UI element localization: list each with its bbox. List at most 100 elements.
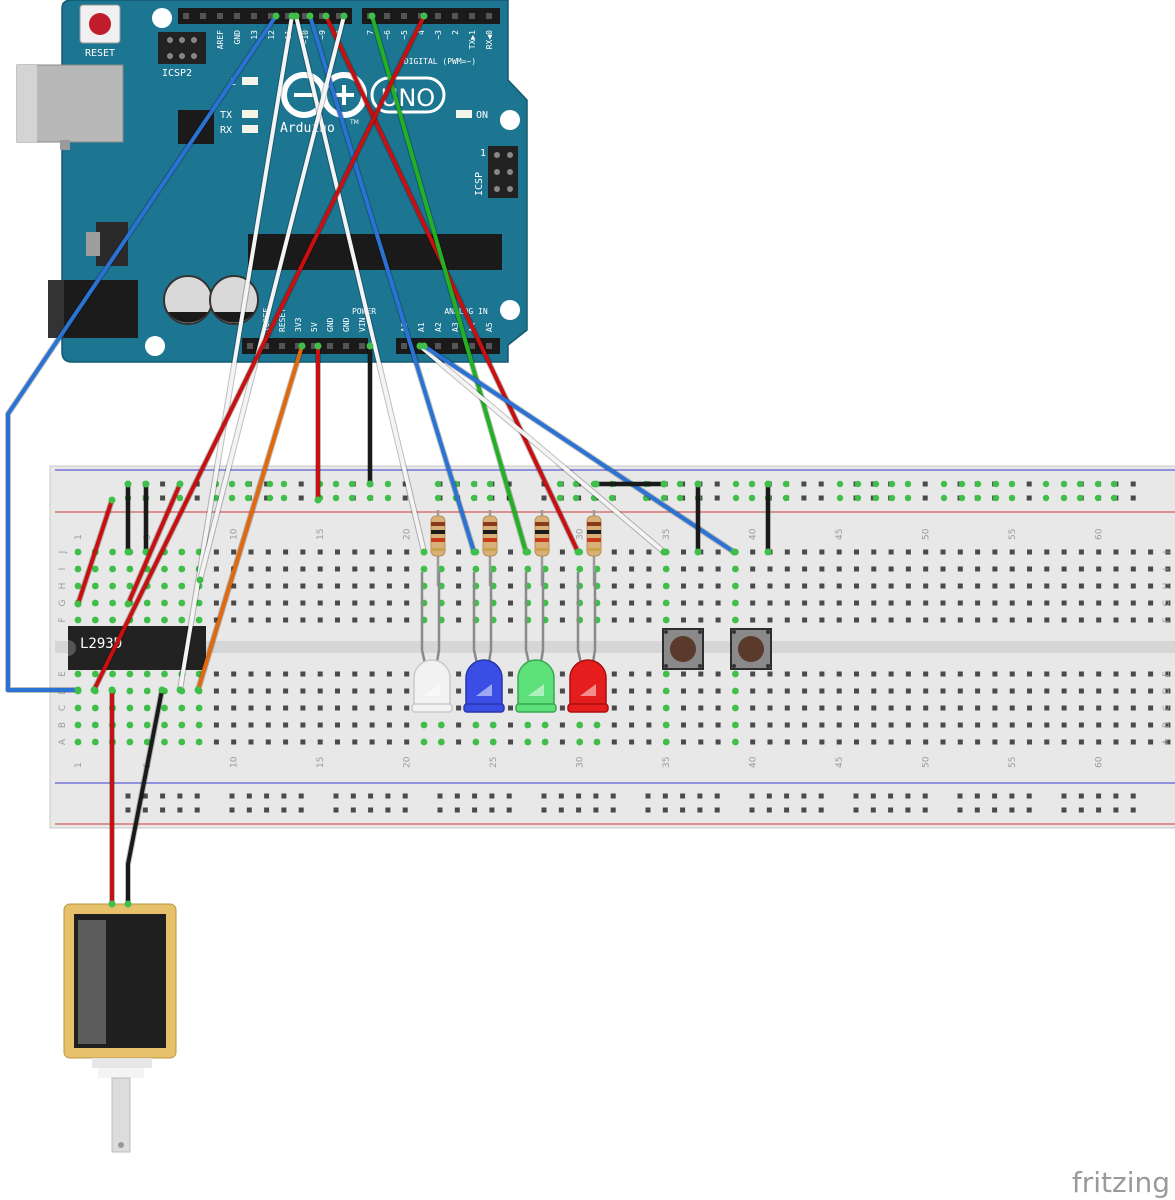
breadboard-hole bbox=[681, 705, 686, 711]
wire-red-solenoid[interactable] bbox=[108, 686, 116, 908]
breadboard-hole bbox=[1078, 617, 1084, 623]
connected-hole bbox=[1008, 480, 1016, 488]
wire-blue-a1[interactable] bbox=[420, 342, 738, 556]
rail-hole bbox=[437, 793, 443, 799]
wire-white-led[interactable] bbox=[292, 12, 428, 556]
rail-hole bbox=[974, 793, 980, 799]
wire-black-gnd-2[interactable] bbox=[142, 480, 150, 556]
breadboard-hole bbox=[681, 600, 686, 606]
breadboard-hole bbox=[854, 600, 859, 606]
wire-black-rail-jumper[interactable] bbox=[592, 480, 668, 488]
breadboard-hole bbox=[386, 566, 392, 572]
reset-button[interactable] bbox=[79, 4, 121, 44]
breadboard-hole bbox=[1061, 549, 1067, 555]
wire-orange-3v3[interactable] bbox=[194, 342, 306, 694]
breadboard-hole bbox=[317, 566, 323, 572]
breadboard-hole bbox=[283, 688, 289, 694]
breadboard-hole bbox=[784, 600, 790, 606]
breadboard-hole bbox=[836, 688, 842, 694]
breadboard-hole bbox=[888, 583, 894, 589]
wire-end bbox=[660, 480, 668, 488]
push-button-2[interactable] bbox=[730, 628, 772, 670]
breadboard-hole bbox=[300, 688, 306, 694]
breadboard-hole bbox=[265, 583, 271, 589]
breadboard-hole bbox=[317, 671, 323, 677]
breadboard-hole bbox=[404, 617, 410, 623]
wire-red-rail-bridge[interactable] bbox=[74, 496, 116, 608]
header-hole bbox=[384, 13, 390, 19]
rail-hole bbox=[454, 793, 460, 799]
connected-hole bbox=[437, 721, 445, 729]
rail-hole bbox=[714, 481, 720, 487]
rail-hole bbox=[870, 793, 876, 799]
wire-end bbox=[74, 686, 82, 694]
breadboard-hole bbox=[1078, 566, 1084, 572]
breadboard-hole bbox=[992, 739, 998, 745]
breadboard-hole bbox=[750, 705, 756, 711]
wire-black-solenoid[interactable] bbox=[124, 686, 166, 908]
wire-red-pin4[interactable] bbox=[90, 12, 428, 694]
connected-hole bbox=[74, 548, 82, 556]
wire-green-pin7[interactable] bbox=[368, 12, 530, 556]
breadboard-hole bbox=[854, 705, 859, 711]
breadboard-hole bbox=[1027, 705, 1032, 711]
breadboard-hole bbox=[386, 549, 392, 555]
connected-hole bbox=[940, 494, 948, 502]
wire-white-pin8[interactable] bbox=[196, 12, 348, 584]
breadboard-hole bbox=[819, 583, 825, 589]
wire-end bbox=[366, 480, 374, 488]
wire-black-button-1[interactable] bbox=[694, 480, 702, 556]
connected-hole bbox=[1076, 494, 1084, 502]
breadboard-hole bbox=[265, 688, 271, 694]
connected-hole bbox=[662, 599, 670, 607]
power-pin-label: 5V bbox=[310, 322, 319, 332]
row-letter: E bbox=[58, 671, 68, 677]
breadboard-hole bbox=[1096, 739, 1102, 745]
breadboard-hole bbox=[681, 549, 686, 555]
breadboard-hole bbox=[1165, 705, 1171, 711]
breadboard-hole bbox=[559, 600, 565, 606]
rail-hole bbox=[714, 495, 720, 501]
breadboard-hole bbox=[819, 739, 825, 745]
breadboard-hole bbox=[611, 739, 617, 745]
row-letter: A bbox=[1162, 738, 1172, 745]
breadboard-hole bbox=[715, 705, 721, 711]
breadboard-hole bbox=[629, 600, 635, 606]
breadboard-hole bbox=[1044, 600, 1050, 606]
wire-black-gnd[interactable] bbox=[366, 342, 374, 488]
header-hole bbox=[268, 13, 274, 19]
header-hole bbox=[319, 13, 325, 19]
connected-hole bbox=[524, 721, 532, 729]
breadboard-hole bbox=[231, 583, 237, 589]
breadboard-hole bbox=[231, 722, 237, 728]
connected-hole bbox=[662, 738, 670, 746]
breadboard-hole bbox=[940, 600, 946, 606]
connected-hole bbox=[872, 494, 880, 502]
header-hole bbox=[486, 13, 492, 19]
wire-black-button-2[interactable] bbox=[764, 480, 772, 556]
push-button-1[interactable] bbox=[662, 628, 704, 670]
breadboard-hole bbox=[335, 739, 340, 745]
rail-hole bbox=[541, 807, 547, 813]
connected-hole bbox=[74, 616, 82, 624]
breadboard-hole bbox=[1078, 739, 1084, 745]
wire-black-gnd-1[interactable] bbox=[124, 480, 132, 556]
breadboard-hole bbox=[611, 600, 617, 606]
breadboard-hole bbox=[923, 739, 929, 745]
wire-blue-pin10[interactable] bbox=[306, 12, 478, 556]
connected-hole bbox=[434, 494, 442, 502]
breadboard-hole bbox=[1061, 600, 1067, 606]
rail-hole bbox=[853, 793, 859, 799]
capacitor-right bbox=[209, 275, 259, 325]
breadboard-hole bbox=[1165, 600, 1171, 606]
wire-red-pin9[interactable] bbox=[322, 12, 582, 556]
top-pin-label: ~9 bbox=[318, 30, 327, 40]
breadboard-hole bbox=[456, 566, 462, 572]
breadboard-hole bbox=[784, 583, 790, 589]
wire-red-5v[interactable] bbox=[314, 342, 322, 504]
wire-red-vcc[interactable] bbox=[124, 480, 184, 608]
digital-header-left bbox=[178, 8, 352, 24]
wire-blue-pin12[interactable] bbox=[5, 12, 280, 694]
breadboard-hole bbox=[1113, 722, 1119, 728]
wire-end bbox=[764, 548, 772, 556]
